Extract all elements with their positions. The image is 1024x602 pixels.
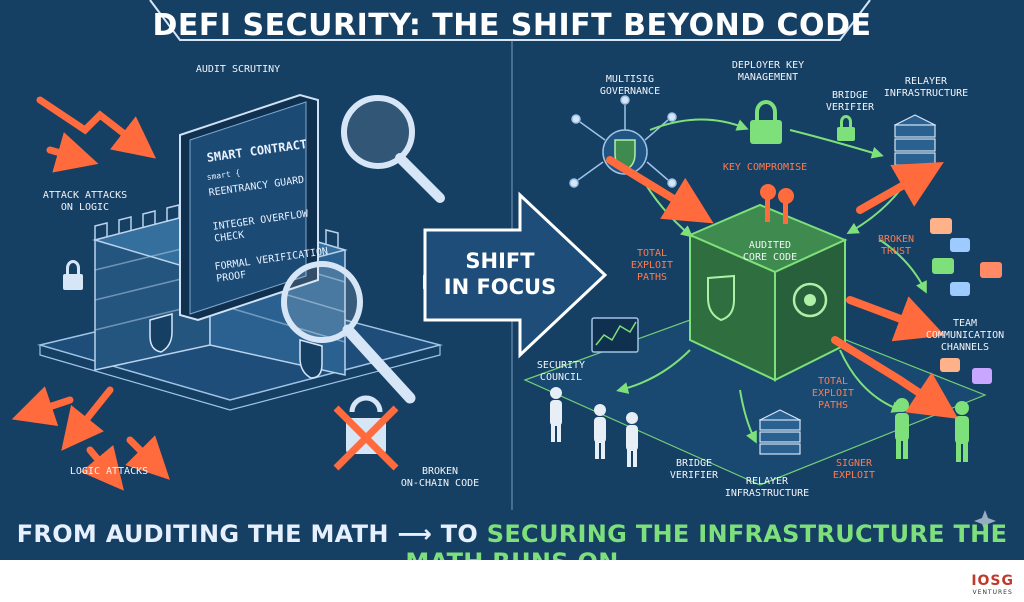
bridge-verifier-label: BRIDGE VERIFIER — [669, 458, 719, 481]
smart-contract-tablet — [179, 93, 319, 322]
attack-arrows — [11, 96, 170, 491]
relayer-label: RELAYER INFRASTRUCTURE — [724, 476, 810, 499]
magnifier-icon — [341, 95, 445, 203]
banner-part-to: TO — [440, 520, 479, 548]
sparkle-icon — [974, 510, 996, 532]
banner-part-securing: SECURING THE INFRASTRUCTURE THE MATH RUN… — [405, 520, 1008, 560]
monitor-icon — [591, 317, 639, 353]
chat-icon — [930, 218, 1002, 384]
attack-logic-label: ATTACK ATTACKS ON LOGIC — [42, 190, 128, 213]
page-title: DEFI SECURITY: THE SHIFT BEYOND CODE — [152, 8, 872, 43]
arrow-icon: ⟶ — [397, 520, 433, 548]
logo-name: IOSG — [971, 573, 1014, 589]
bottom-banner: FROM AUDITING THE MATH ⟶ TO SECURING THE… — [0, 520, 1024, 560]
infra-platform — [523, 299, 987, 486]
logo-sub: VENTURES — [972, 589, 1013, 596]
bridge-verifier-label: BRIDGE VERIFIER — [825, 90, 875, 113]
audited-core-label: AUDITED CORE CODE — [742, 240, 798, 263]
security-council-label: SECURITY COUNCIL — [536, 360, 586, 383]
deployer-key-label: DEPLOYER KEY MANAGEMENT — [731, 60, 805, 83]
total-exploit-label: TOTAL EXPLOIT PATHS — [811, 376, 855, 411]
lock-icon — [750, 100, 782, 144]
server-icon — [893, 114, 937, 166]
logo: IOSG VENTURES — [971, 573, 1014, 596]
shift-focus-label: SHIFT IN FOCUS — [443, 249, 557, 299]
title-frame — [149, 0, 871, 41]
audit-scrutiny-label: AUDIT SCRUTINY — [195, 64, 281, 75]
key-compromise-label: KEY COMPROMISE — [722, 162, 808, 173]
lock-icon — [63, 260, 83, 290]
illustration — [11, 0, 1002, 532]
key-icon — [760, 184, 794, 224]
signer-exploit-label: SIGNER EXPLOIT — [832, 458, 876, 481]
infographic-canvas: DEFI SECURITY: THE SHIFT BEYOND CODE SMA… — [0, 0, 1024, 560]
core-cube — [687, 203, 848, 382]
server-icon — [758, 409, 802, 455]
person-icon — [895, 398, 969, 462]
person-icon — [550, 387, 638, 467]
magnifier-icon — [281, 261, 416, 404]
broken-code-label: BROKEN ON-CHAIN CODE — [400, 466, 480, 489]
broken-lock-icon — [333, 395, 399, 471]
lock-icon — [837, 115, 855, 141]
shield-icon — [299, 339, 323, 379]
logic-attacks-label: LOGIC ATTACKS — [69, 466, 149, 477]
exploit-arrows — [606, 156, 959, 419]
banner-part-from: FROM AUDITING THE MATH — [16, 520, 389, 548]
footer: IOSG VENTURES — [0, 560, 1024, 602]
relayer-label: RELAYER INFRASTRUCTURE — [883, 76, 969, 99]
multisig-label: MULTISIG GOVERNANCE — [599, 74, 661, 97]
broken-trust-label: BROKEN TRUST — [877, 234, 915, 257]
shift-arrow — [423, 191, 608, 359]
team-comm-label: TEAM COMMUNICATION CHANNELS — [925, 318, 1005, 353]
total-exploit-label: TOTAL EXPLOIT PATHS — [630, 248, 674, 283]
shield-icon — [149, 313, 173, 353]
